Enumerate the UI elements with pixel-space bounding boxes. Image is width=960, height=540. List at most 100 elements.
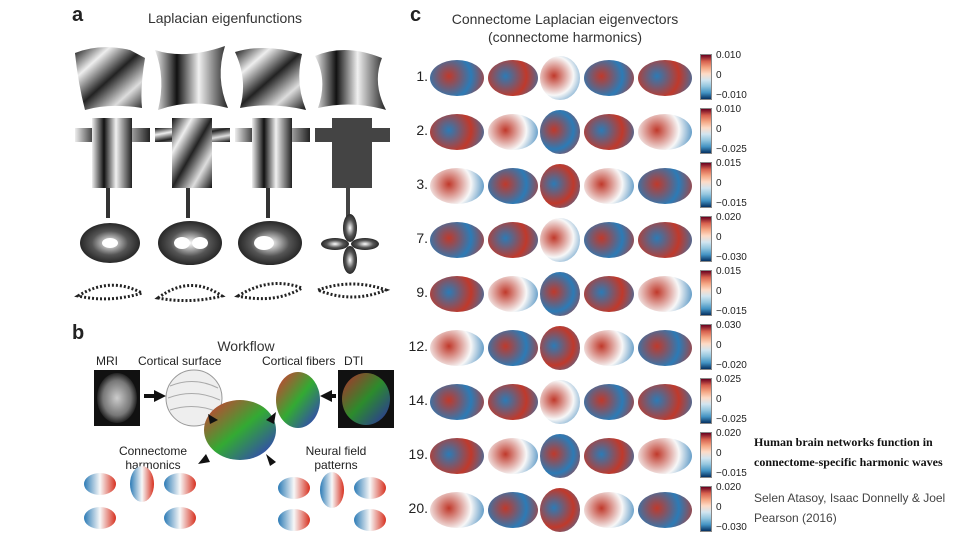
colorbar-tick: 0.015: [716, 158, 742, 169]
colorbar: [700, 378, 712, 424]
brain-view-3: [540, 164, 580, 208]
arrow-brain-harmonics: [198, 454, 210, 464]
brain-view-1: [430, 492, 484, 528]
colorbar-tick: 0.015: [716, 266, 742, 277]
eigen-lobes: [321, 214, 379, 274]
brain-view-2: [488, 60, 538, 96]
brain-view-1: [430, 222, 484, 258]
colorbar-tick: 0: [716, 124, 722, 135]
colorbar-tick: 0: [716, 286, 722, 297]
brain-view-3: [540, 326, 580, 370]
colorbar: [700, 270, 712, 316]
colorbar-tick: 0.020: [716, 482, 742, 493]
brain-view-5: [638, 222, 692, 258]
brain-view-4: [584, 114, 634, 150]
arrow-surface-brain: [208, 414, 218, 424]
brain-view-3: [540, 272, 580, 316]
row-label: 20.: [408, 500, 428, 516]
brain-view-2: [488, 222, 538, 258]
label-neural-field-patterns: Neural field patterns: [305, 444, 367, 472]
brain-view-3: [540, 434, 580, 478]
panel-c-letter: c: [410, 4, 422, 26]
caption-authors: Selen Atasoy, Isaac Donnelly & Joel Pear…: [754, 488, 945, 528]
label-cortical-surface: Cortical surface: [138, 354, 222, 368]
colorbar-tick: 0: [716, 448, 722, 459]
row-label: 2.: [416, 122, 428, 138]
caption-title-line2: connectome-specific harmonic waves: [754, 455, 943, 469]
brain-view-3: [540, 218, 580, 262]
brain-view-4: [584, 276, 634, 312]
colorbar: [700, 432, 712, 478]
colorbar-tick: 0: [716, 502, 722, 513]
eigen-surface-1: [75, 47, 145, 110]
colorbar-tick: −0.015: [716, 468, 747, 479]
brain-view-4: [584, 222, 634, 258]
colorbar-tick: −0.015: [716, 198, 747, 209]
brain-view-3: [540, 380, 580, 424]
arrow-brain-neural: [266, 454, 276, 466]
brain-view-5: [638, 276, 692, 312]
panel-c-title-line1: Connectome Laplacian eigenvectors: [451, 11, 679, 27]
brain-view-4: [584, 168, 634, 204]
colorbar-tick: 0: [716, 70, 722, 81]
eigen-mesh-3: [234, 282, 306, 301]
brain-view-4: [584, 330, 634, 366]
connectome-brain: [204, 400, 276, 460]
brain-view-5: [638, 114, 692, 150]
colorbar-tick: −0.015: [716, 306, 747, 317]
eigen-mesh-2: [154, 284, 226, 303]
brain-view-5: [638, 330, 692, 366]
colorbar-tick: 0: [716, 232, 722, 243]
eigen-surface-4: [315, 49, 386, 110]
colorbar-tick: 0.030: [716, 320, 742, 331]
colorbar: [700, 162, 712, 208]
brain-view-1: [430, 276, 484, 312]
colorbar: [700, 324, 712, 370]
eigen-cross-2: [155, 118, 230, 218]
eigen-cross-3: [235, 118, 310, 218]
workflow-diagram: [84, 369, 394, 531]
brain-view-4: [584, 384, 634, 420]
colorbar: [700, 486, 712, 532]
colorbar-tick: 0.020: [716, 428, 742, 439]
caption-title-line1: Human brain networks function in: [754, 435, 933, 449]
colorbar-tick: 0: [716, 394, 722, 405]
neural-field-brains: [278, 472, 386, 531]
colorbar-tick: −0.025: [716, 144, 747, 155]
brain-view-1: [430, 168, 484, 204]
brain-view-5: [638, 492, 692, 528]
label-cortical-fibers: Cortical fibers: [262, 354, 336, 368]
brain-view-1: [430, 438, 484, 474]
brain-view-1: [430, 114, 484, 150]
brain-view-5: [638, 168, 692, 204]
caption-title: Human brain networks function in connect…: [754, 432, 943, 472]
row-label: 14.: [408, 392, 428, 408]
colorbar-tick: −0.010: [716, 90, 747, 101]
panel-c-title: Connectome Laplacian eigenvectors (conne…: [440, 10, 690, 46]
brain-view-5: [638, 60, 692, 96]
panel-a-title: Laplacian eigenfunctions: [147, 10, 303, 26]
brain-view-2: [488, 384, 538, 420]
row-label: 12.: [408, 338, 428, 354]
row-label: 7.: [416, 230, 428, 246]
colorbar: [700, 54, 712, 100]
label-dti: DTI: [344, 354, 364, 368]
cortical-fibers-image: [276, 372, 320, 428]
eigen-surface-2: [155, 46, 228, 110]
eigen-mesh-1: [74, 283, 146, 301]
colorbar-tick: 0: [716, 340, 722, 351]
colorbar: [700, 216, 712, 262]
brain-view-4: [584, 60, 634, 96]
brain-view-2: [488, 276, 538, 312]
colorbar-tick: 0.020: [716, 212, 742, 223]
row-label: 3.: [416, 176, 428, 192]
panel-b-letter: b: [72, 322, 85, 344]
brain-view-2: [488, 492, 538, 528]
colorbar-tick: 0.010: [716, 50, 742, 61]
brain-view-1: [430, 60, 484, 96]
eigen-surface-3: [235, 47, 306, 110]
panel-a-letter: a: [72, 4, 84, 26]
colorbar-tick: 0.025: [716, 374, 742, 385]
eigen-mesh-4: [313, 282, 391, 299]
colorbar-tick: 0: [716, 178, 722, 189]
